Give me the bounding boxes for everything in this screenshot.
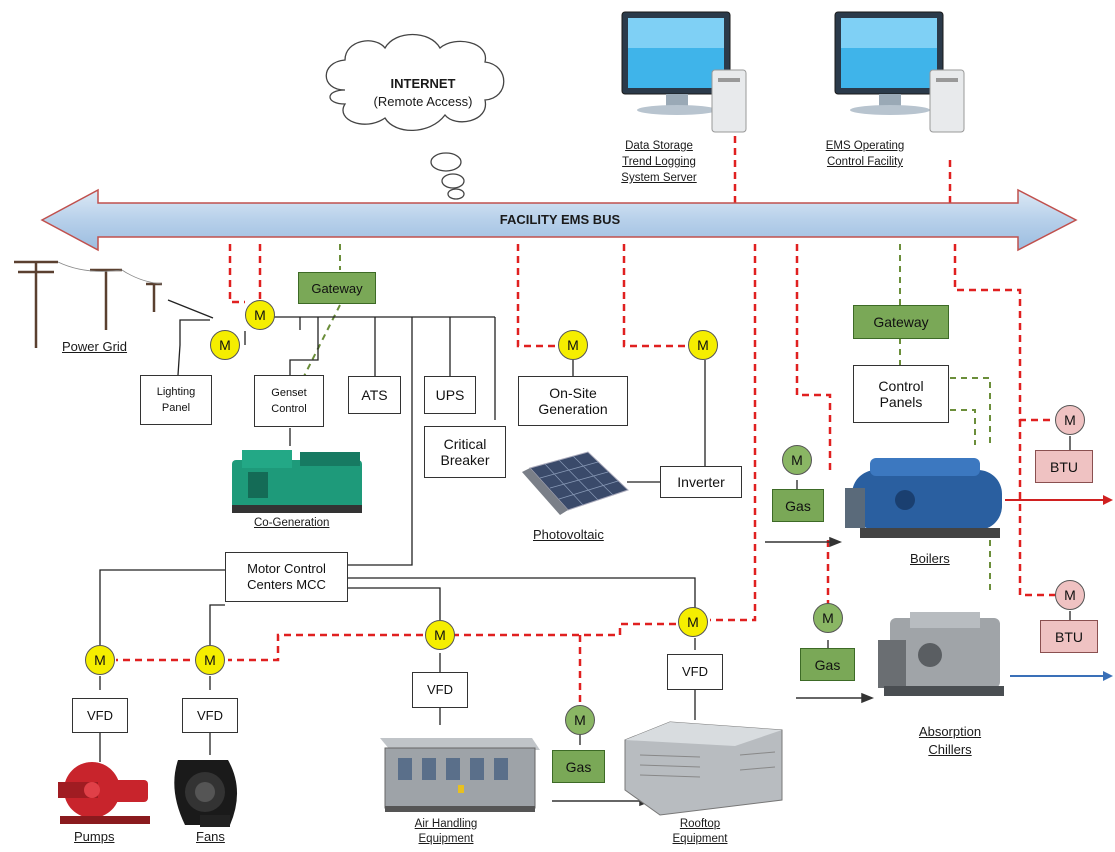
mcc-box: Motor Control Centers MCC <box>225 552 348 602</box>
data-storage-label-2: Trend Logging <box>622 156 696 168</box>
computer-icon-1 <box>621 11 747 133</box>
data-storage-label-1: Data Storage <box>625 140 693 152</box>
gas-boiler-box: Gas <box>772 489 824 522</box>
power-lines <box>99 299 1071 762</box>
meter-rooftop: M <box>678 607 708 637</box>
gateway-box-2: Gateway <box>853 305 949 339</box>
meter-pumps: M <box>85 645 115 675</box>
control-panels-line-2: Panels <box>879 394 923 410</box>
vfd-pumps-box: VFD <box>72 698 128 733</box>
genset-icon <box>232 450 362 513</box>
air-handling-label-1: Air Handling <box>414 818 478 830</box>
meter-btu-boiler: M <box>1055 405 1085 435</box>
photovoltaic-label: Photovoltaic <box>533 527 604 542</box>
ems-operating-label-2: Control Facility <box>826 156 904 168</box>
pumps-label: Pumps <box>74 829 115 844</box>
internet-title: INTERNET <box>390 76 456 91</box>
gateway-box-1: Gateway <box>298 272 376 304</box>
onsite-generation-box: On-Site Generation <box>518 376 628 426</box>
genset-control-box: Genset Control <box>254 375 324 427</box>
gas-rooftop-box: Gas <box>552 750 605 783</box>
internet-subtitle: (Remote Access) <box>373 94 473 109</box>
lighting-panel-line-1: Lighting <box>156 386 196 398</box>
control-panels-line-1: Control <box>878 378 924 394</box>
absorption-label: Absorption <box>918 724 982 739</box>
meter-main-2: M <box>210 330 240 360</box>
bus-label: FACILITY EMS BUS <box>499 212 621 227</box>
air-handling-label-2: Equipment <box>418 833 474 845</box>
lighting-panel-line-2: Panel <box>161 402 191 414</box>
red-comm-lines <box>116 136 1055 705</box>
genset-control-line-2: Control <box>271 403 307 415</box>
mcc-line-2: Centers MCC <box>247 577 326 592</box>
vfd-fans-box: VFD <box>182 698 238 733</box>
meter-air-handling: M <box>425 620 455 650</box>
critical-breaker-line-2: Breaker <box>440 452 490 468</box>
meter-gas-chiller: M <box>813 603 843 633</box>
rooftop-label-1: Rooftop <box>679 818 721 830</box>
solar-panel-icon <box>522 451 629 515</box>
inverter-box: Inverter <box>660 466 742 498</box>
btu-chiller-box: BTU <box>1040 620 1098 653</box>
onsite-generation-line-1: On-Site <box>549 385 597 401</box>
ems-operating-label-1: EMS Operating <box>825 140 905 152</box>
air-handling-unit-icon <box>380 738 540 812</box>
mcc-line-1: Motor Control <box>247 561 326 576</box>
meter-main-1: M <box>245 300 275 330</box>
genset-control-line-1: Genset <box>271 387 307 399</box>
lighting-panel-box: Lighting Panel <box>140 375 212 425</box>
vfd-air-handling-box: VFD <box>412 672 468 708</box>
power-poles-icon <box>14 260 163 348</box>
meter-inverter: M <box>688 330 718 360</box>
onsite-generation-line-2: Generation <box>538 401 608 417</box>
data-storage-label-3: System Server <box>621 172 697 184</box>
meter-gas-rooftop: M <box>565 705 595 735</box>
meter-gas-boiler: M <box>782 445 812 475</box>
facility-ems-bus <box>40 188 1078 252</box>
ats-box: ATS <box>348 376 401 414</box>
ups-box: UPS <box>424 376 476 414</box>
rooftop-unit-icon <box>624 721 783 816</box>
boiler-icon <box>845 458 1002 538</box>
critical-breaker-box: Critical Breaker <box>424 426 506 478</box>
rooftop-label-2: Equipment <box>672 833 728 845</box>
boilers-label: Boilers <box>910 551 950 566</box>
computer-icon-2 <box>834 11 965 133</box>
meter-btu-chiller: M <box>1055 580 1085 610</box>
vfd-rooftop-box: VFD <box>667 654 723 690</box>
pump-icon <box>58 762 150 824</box>
fans-label: Fans <box>196 829 225 844</box>
meter-onsite: M <box>558 330 588 360</box>
chillers-label: Chillers <box>928 742 972 757</box>
control-panels-box: Control Panels <box>853 365 949 423</box>
critical-breaker-line-1: Critical <box>443 436 487 452</box>
internet-cloud-shape <box>325 34 505 200</box>
chiller-icon <box>878 612 1004 696</box>
meter-fans: M <box>195 645 225 675</box>
boiler-output-arrows <box>1005 495 1113 681</box>
gas-chiller-box: Gas <box>800 648 855 681</box>
fan-icon <box>174 760 238 827</box>
co-generation-label: Co-Generation <box>254 517 330 529</box>
power-grid-label: Power Grid <box>62 339 128 354</box>
btu-boiler-box: BTU <box>1035 450 1093 483</box>
